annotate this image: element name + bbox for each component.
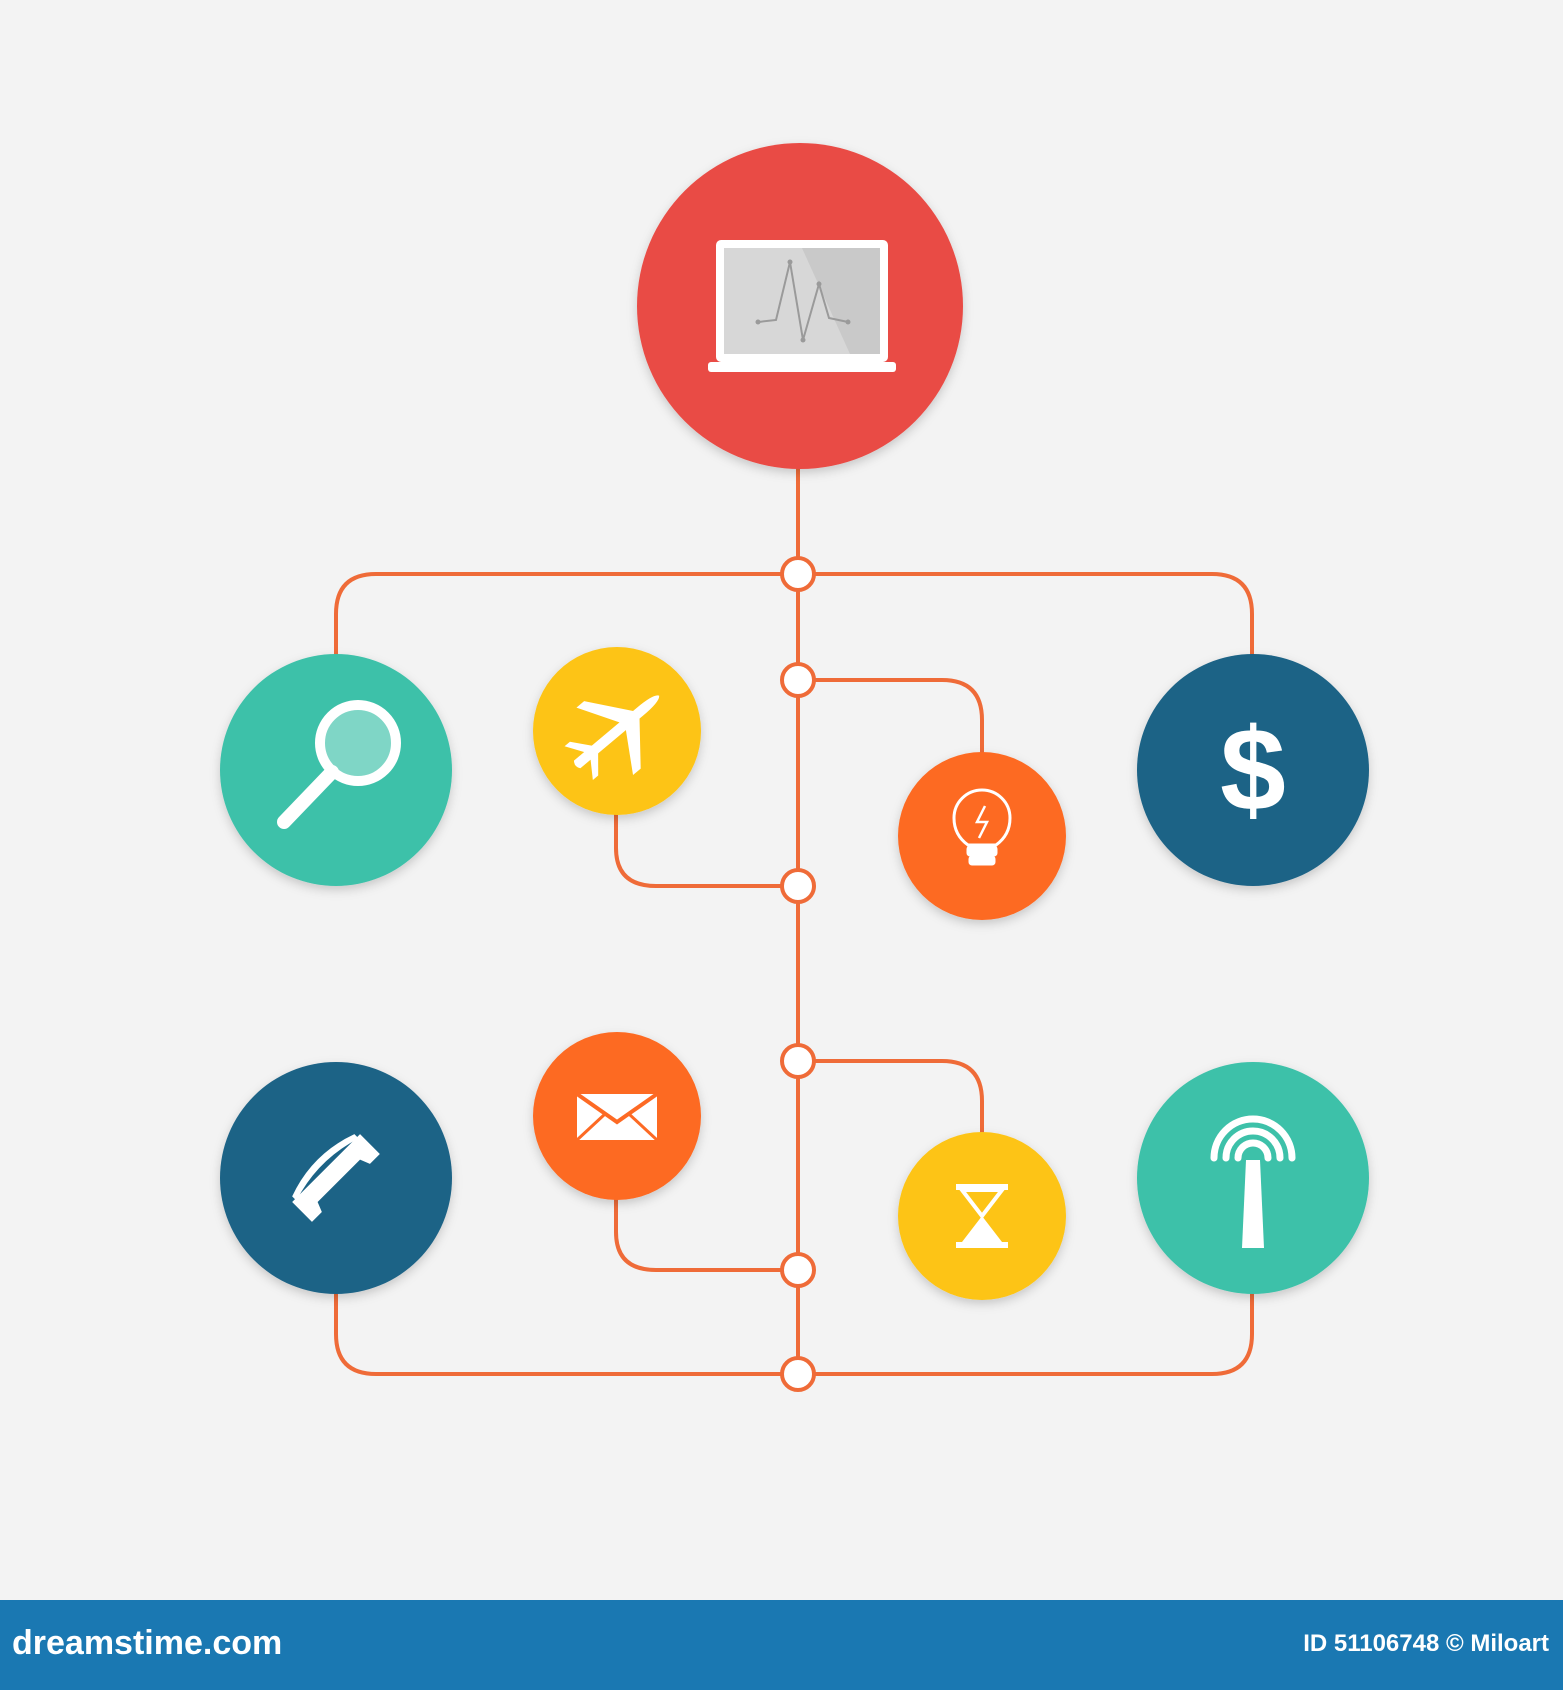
junction-dot bbox=[780, 868, 816, 904]
branch-hourglass bbox=[796, 1059, 984, 1137]
flowchart-diagram: $ bbox=[220, 143, 1369, 1597]
lightbulb-circle bbox=[898, 752, 1066, 920]
laptop-chart-icon bbox=[708, 240, 896, 372]
junction-dot bbox=[780, 662, 816, 698]
connector-lines bbox=[334, 460, 1254, 1597]
mail-node bbox=[533, 1032, 701, 1200]
dollar-circle bbox=[1137, 654, 1369, 886]
branch-airplane bbox=[614, 813, 800, 888]
hourglass-node bbox=[898, 1132, 1066, 1300]
junction-dot bbox=[780, 556, 816, 592]
phone-icon bbox=[292, 1134, 380, 1222]
lightbulb-node bbox=[898, 752, 1066, 920]
envelope-icon bbox=[575, 1092, 659, 1142]
airplane-icon bbox=[564, 695, 660, 780]
antenna-icon bbox=[1210, 1115, 1296, 1248]
footer-brand[interactable]: dreamstime.com bbox=[12, 1624, 283, 1662]
antenna-node bbox=[1137, 1062, 1369, 1294]
branch-mail bbox=[614, 1198, 800, 1272]
footer-credit: ID 51106748 © Miloart bbox=[1303, 1630, 1549, 1657]
footer-bar: dreamstime.com ID 51106748 © Miloart bbox=[0, 1600, 1563, 1690]
junction-dots bbox=[780, 556, 816, 1392]
junction-dot bbox=[780, 1252, 816, 1288]
junction-dot bbox=[780, 1356, 816, 1392]
search-node bbox=[220, 654, 452, 886]
airplane-node bbox=[533, 647, 701, 815]
phone-node bbox=[220, 1062, 452, 1294]
dollar-icon: $ bbox=[1220, 704, 1286, 836]
branch-lightbulb bbox=[796, 678, 984, 757]
root-node bbox=[637, 143, 963, 469]
junction-dot bbox=[780, 1043, 816, 1079]
hourglass-icon bbox=[956, 1184, 1008, 1248]
dollar-node: $ bbox=[1137, 654, 1369, 886]
magnifier-icon bbox=[277, 700, 401, 829]
lightbulb-icon bbox=[952, 788, 1012, 866]
